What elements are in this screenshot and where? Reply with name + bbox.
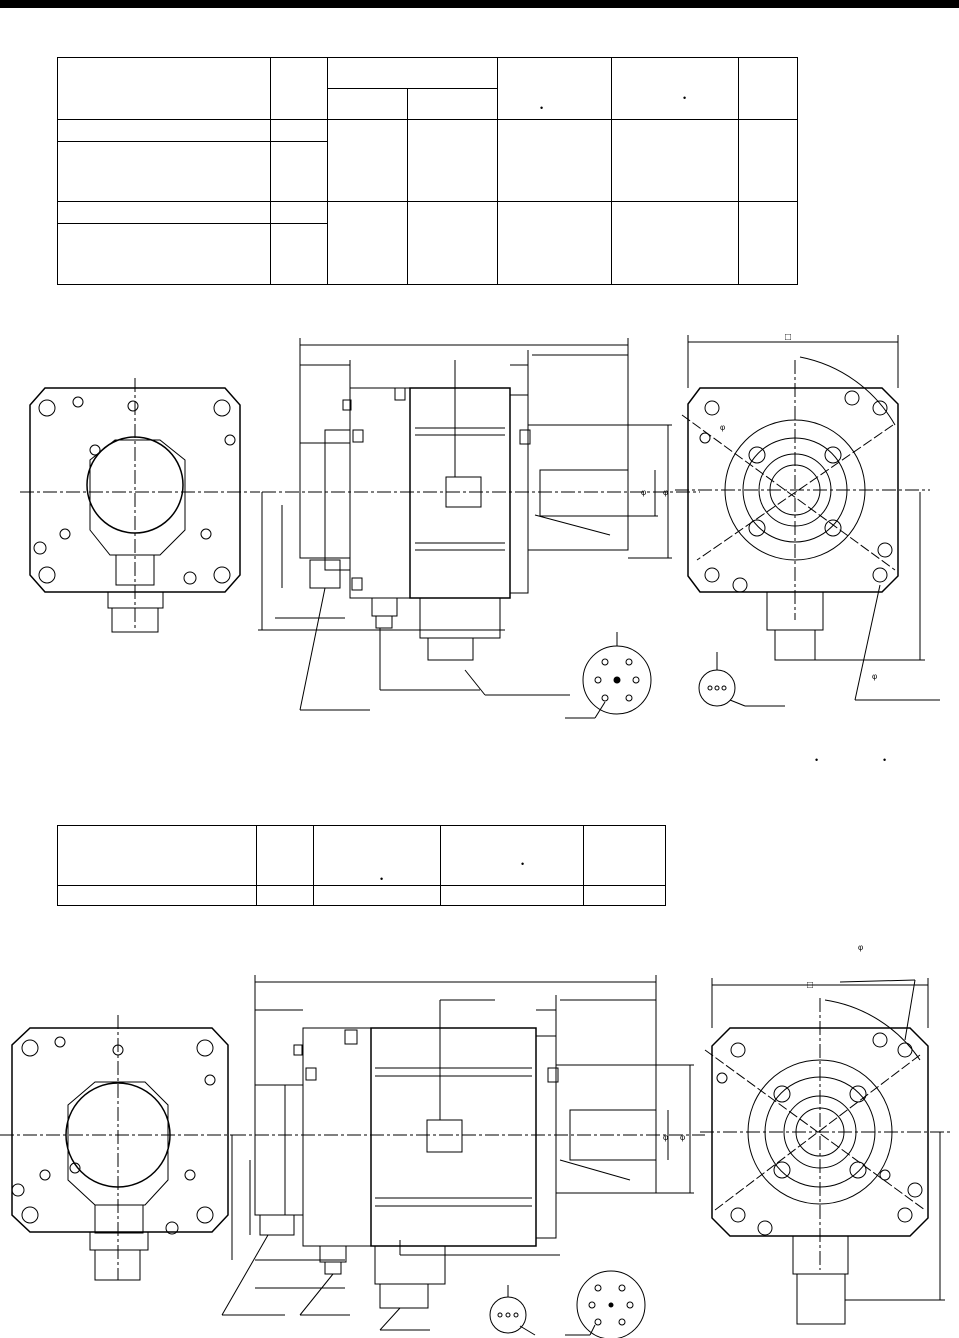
table-mark: • <box>380 874 384 884</box>
table-cell <box>57 140 271 203</box>
table-cell <box>270 118 328 142</box>
phi-symbol: φ <box>858 943 864 952</box>
phi-symbol: φ <box>641 488 647 497</box>
motor-drawing-2 <box>0 975 950 1338</box>
table-cell <box>407 118 498 203</box>
table-cell <box>270 223 328 285</box>
table-cell <box>497 201 612 285</box>
table-cell <box>327 118 408 203</box>
phi-symbol: φ <box>872 672 878 681</box>
spec-table-1 <box>57 56 798 285</box>
table-cell <box>256 885 314 906</box>
table-cell <box>57 201 271 225</box>
table-cell <box>57 57 271 120</box>
motor-drawing-1 <box>20 335 940 719</box>
table-cell <box>313 885 441 906</box>
table-cell <box>611 118 739 203</box>
table-mark: • <box>521 859 525 869</box>
table-cell <box>440 885 584 906</box>
table-cell <box>738 201 798 285</box>
drawing-mark: • <box>815 755 819 765</box>
table-cell <box>583 885 666 906</box>
table-cell <box>256 825 314 886</box>
table-cell <box>270 201 328 225</box>
square-symbol-1: □ <box>785 332 792 343</box>
spec-table-2 <box>57 825 666 906</box>
table-cell <box>440 825 584 886</box>
table-cell <box>57 118 271 142</box>
table-cell <box>270 140 328 203</box>
table-mark: • <box>683 93 687 103</box>
square-symbol-2: □ <box>807 980 814 991</box>
table-cell <box>57 885 257 906</box>
table-cell <box>611 201 739 285</box>
side-view-2 <box>221 975 705 1338</box>
phi-symbol: φ <box>663 1133 669 1142</box>
table-cell <box>407 201 498 285</box>
table-cell <box>327 201 408 285</box>
table-cell <box>270 57 328 120</box>
front-view <box>675 335 940 701</box>
table-cell <box>497 118 612 203</box>
drawing-mark: • <box>883 755 887 765</box>
table-cell <box>611 57 739 120</box>
table-cell <box>497 57 612 120</box>
rear-view-2 <box>0 1015 245 1281</box>
bolt-holes <box>33 396 236 585</box>
top-rule <box>0 0 959 8</box>
phi-symbol: φ <box>663 488 669 497</box>
table-cell <box>738 57 798 120</box>
table-cell <box>407 88 498 120</box>
side-view <box>258 338 785 719</box>
table-cell <box>583 825 666 886</box>
table-cell <box>57 825 257 886</box>
table-mark: • <box>540 103 544 113</box>
rear-view <box>20 378 260 633</box>
table-cell <box>57 223 271 285</box>
table-cell <box>313 825 441 886</box>
table-cell <box>738 118 798 203</box>
phi-symbol: φ <box>680 1133 686 1142</box>
table-cell <box>327 88 408 120</box>
front-view-2 <box>700 978 950 1325</box>
table-cell <box>327 56 498 90</box>
phi-symbol: φ <box>720 423 726 432</box>
